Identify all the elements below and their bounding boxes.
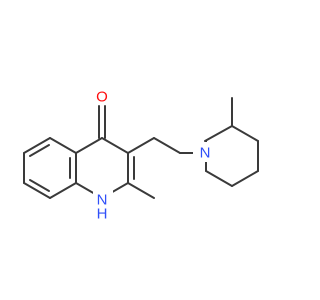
bond-n-c2p [204,125,233,142]
atom-piperidine-nitrogen: N [200,145,211,162]
bond-c5p-c6p [205,170,233,187]
bond-c4a-c4 [75,137,103,154]
bond-c8-c7-inner [29,179,50,192]
bond-c4-c3 [101,137,129,154]
bond-c2p-c3p [231,125,259,142]
bond-c3-ch2 [127,137,155,154]
bond-c5-c4a [49,137,77,154]
bond-c2-methyl [127,182,155,199]
bond-c8-c7 [23,182,51,199]
bond-c8a-c8 [49,182,77,199]
bond-c4p-c5p [231,170,259,187]
bond-ch2-n [153,137,181,154]
atom-quinoline-nitrogen: N [97,192,108,209]
bond-c6-c5-inner [29,144,50,157]
bond-c6-c5 [23,137,51,154]
atom-nh-hydrogen: H [97,206,108,223]
atom-oxygen: O [96,89,108,106]
molecule-structure-diagram: O N N H [23,88,259,223]
